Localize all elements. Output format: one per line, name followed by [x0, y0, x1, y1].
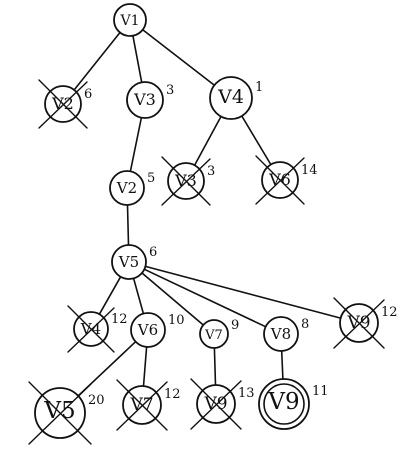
pruned-cross-mark — [255, 157, 305, 205]
tree-node: V913 — [190, 378, 255, 430]
tree-node: V4 1 — [209, 76, 263, 120]
node-weight-label: 20 — [88, 393, 105, 408]
tree-node: V1 — [113, 3, 147, 37]
node-weight-label: 12 — [111, 312, 128, 327]
edge-root-a — [73, 31, 121, 91]
node-circle — [111, 244, 147, 280]
node-weight-label: 14 — [301, 163, 318, 178]
tree-node: V6 10 — [130, 312, 185, 348]
node-weight-label: 10 — [168, 313, 185, 328]
node-weight-label: 1 — [255, 80, 263, 95]
node-weight-label: 5 — [147, 171, 155, 186]
node-label: V2 — [116, 179, 137, 197]
node-weight-label: 6 — [84, 87, 92, 102]
node-label: V3 — [133, 90, 156, 109]
tree-node: V3 3 — [126, 81, 174, 119]
edge-c-d — [193, 115, 222, 166]
node-weight-label: 13 — [238, 386, 255, 401]
pruned-cross-mark — [38, 81, 88, 129]
edge-b-f — [129, 116, 143, 173]
node-circle — [258, 378, 310, 430]
tree-node: V8 8 — [263, 316, 309, 352]
node-weight-label: 8 — [301, 317, 309, 332]
pruned-cross-mark — [67, 305, 115, 353]
node-weight-label: 3 — [207, 164, 215, 179]
tree-node: V7 9 — [199, 318, 239, 349]
node-weight-label: 11 — [312, 384, 329, 399]
node-circle — [109, 170, 145, 206]
node-label: V8 — [270, 325, 291, 343]
nodes-layer: V1V26V33V41V33V614V25V56V412V610V79V88V9… — [28, 3, 398, 445]
edge-g-h — [98, 275, 122, 316]
node-weight-label: 12 — [381, 305, 398, 320]
goal-node-inner-ring — [263, 383, 305, 425]
node-label: V9 — [267, 389, 299, 415]
node-circle — [130, 312, 166, 348]
pruned-cross-mark — [28, 381, 92, 445]
pruned-cross-mark — [333, 299, 385, 349]
node-weight-label: 9 — [231, 318, 239, 333]
node-weight-label: 3 — [166, 83, 174, 98]
pruned-cross-mark — [190, 378, 242, 430]
edge-g-i — [132, 277, 145, 315]
edge-f-g — [126, 204, 130, 246]
pruned-cross-mark — [38, 79, 88, 129]
pruned-cross-mark — [28, 383, 92, 445]
pruned-cross-mark — [161, 158, 211, 206]
pruned-cross-mark — [333, 297, 385, 349]
node-weight-label: 6 — [149, 245, 157, 260]
node-label: V5 — [118, 253, 139, 271]
edge-g-l — [144, 265, 342, 319]
pruned-cross-mark — [67, 307, 115, 353]
pruned-cross-mark — [161, 156, 211, 206]
node-circle — [126, 81, 164, 119]
edge-g-k — [143, 268, 267, 328]
pruned-cross-mark — [116, 381, 168, 431]
tree-node: V712 — [116, 379, 181, 431]
node-label: V4 — [217, 86, 244, 108]
tree-node: V9 11 — [258, 378, 329, 430]
tree-node: V412 — [67, 305, 128, 353]
pruned-cross-mark — [116, 379, 168, 431]
edge-root-b — [132, 34, 143, 84]
edge-k-p — [280, 350, 284, 380]
node-circle — [263, 316, 299, 352]
tree-node: V2 5 — [109, 170, 155, 206]
edge-j-o — [213, 347, 217, 386]
node-circle — [209, 76, 253, 120]
tree-node: V614 — [255, 155, 318, 205]
tree-node: V912 — [333, 297, 398, 349]
pruned-cross-mark — [190, 380, 242, 430]
edge-c-e — [241, 115, 272, 166]
tree-node: V5 6 — [111, 244, 157, 280]
node-label: V7 — [204, 328, 223, 343]
edge-g-j — [141, 272, 205, 326]
node-circle — [113, 3, 147, 37]
node-label: V6 — [137, 321, 158, 339]
pruned-cross-mark — [255, 155, 305, 205]
node-label: V1 — [119, 13, 139, 29]
tree-node: V33 — [161, 156, 215, 206]
node-circle — [199, 319, 229, 349]
edge-root-c — [141, 28, 216, 86]
tree-node: V26 — [38, 79, 92, 129]
edge-i-n — [142, 346, 148, 387]
node-weight-label: 12 — [164, 387, 181, 402]
